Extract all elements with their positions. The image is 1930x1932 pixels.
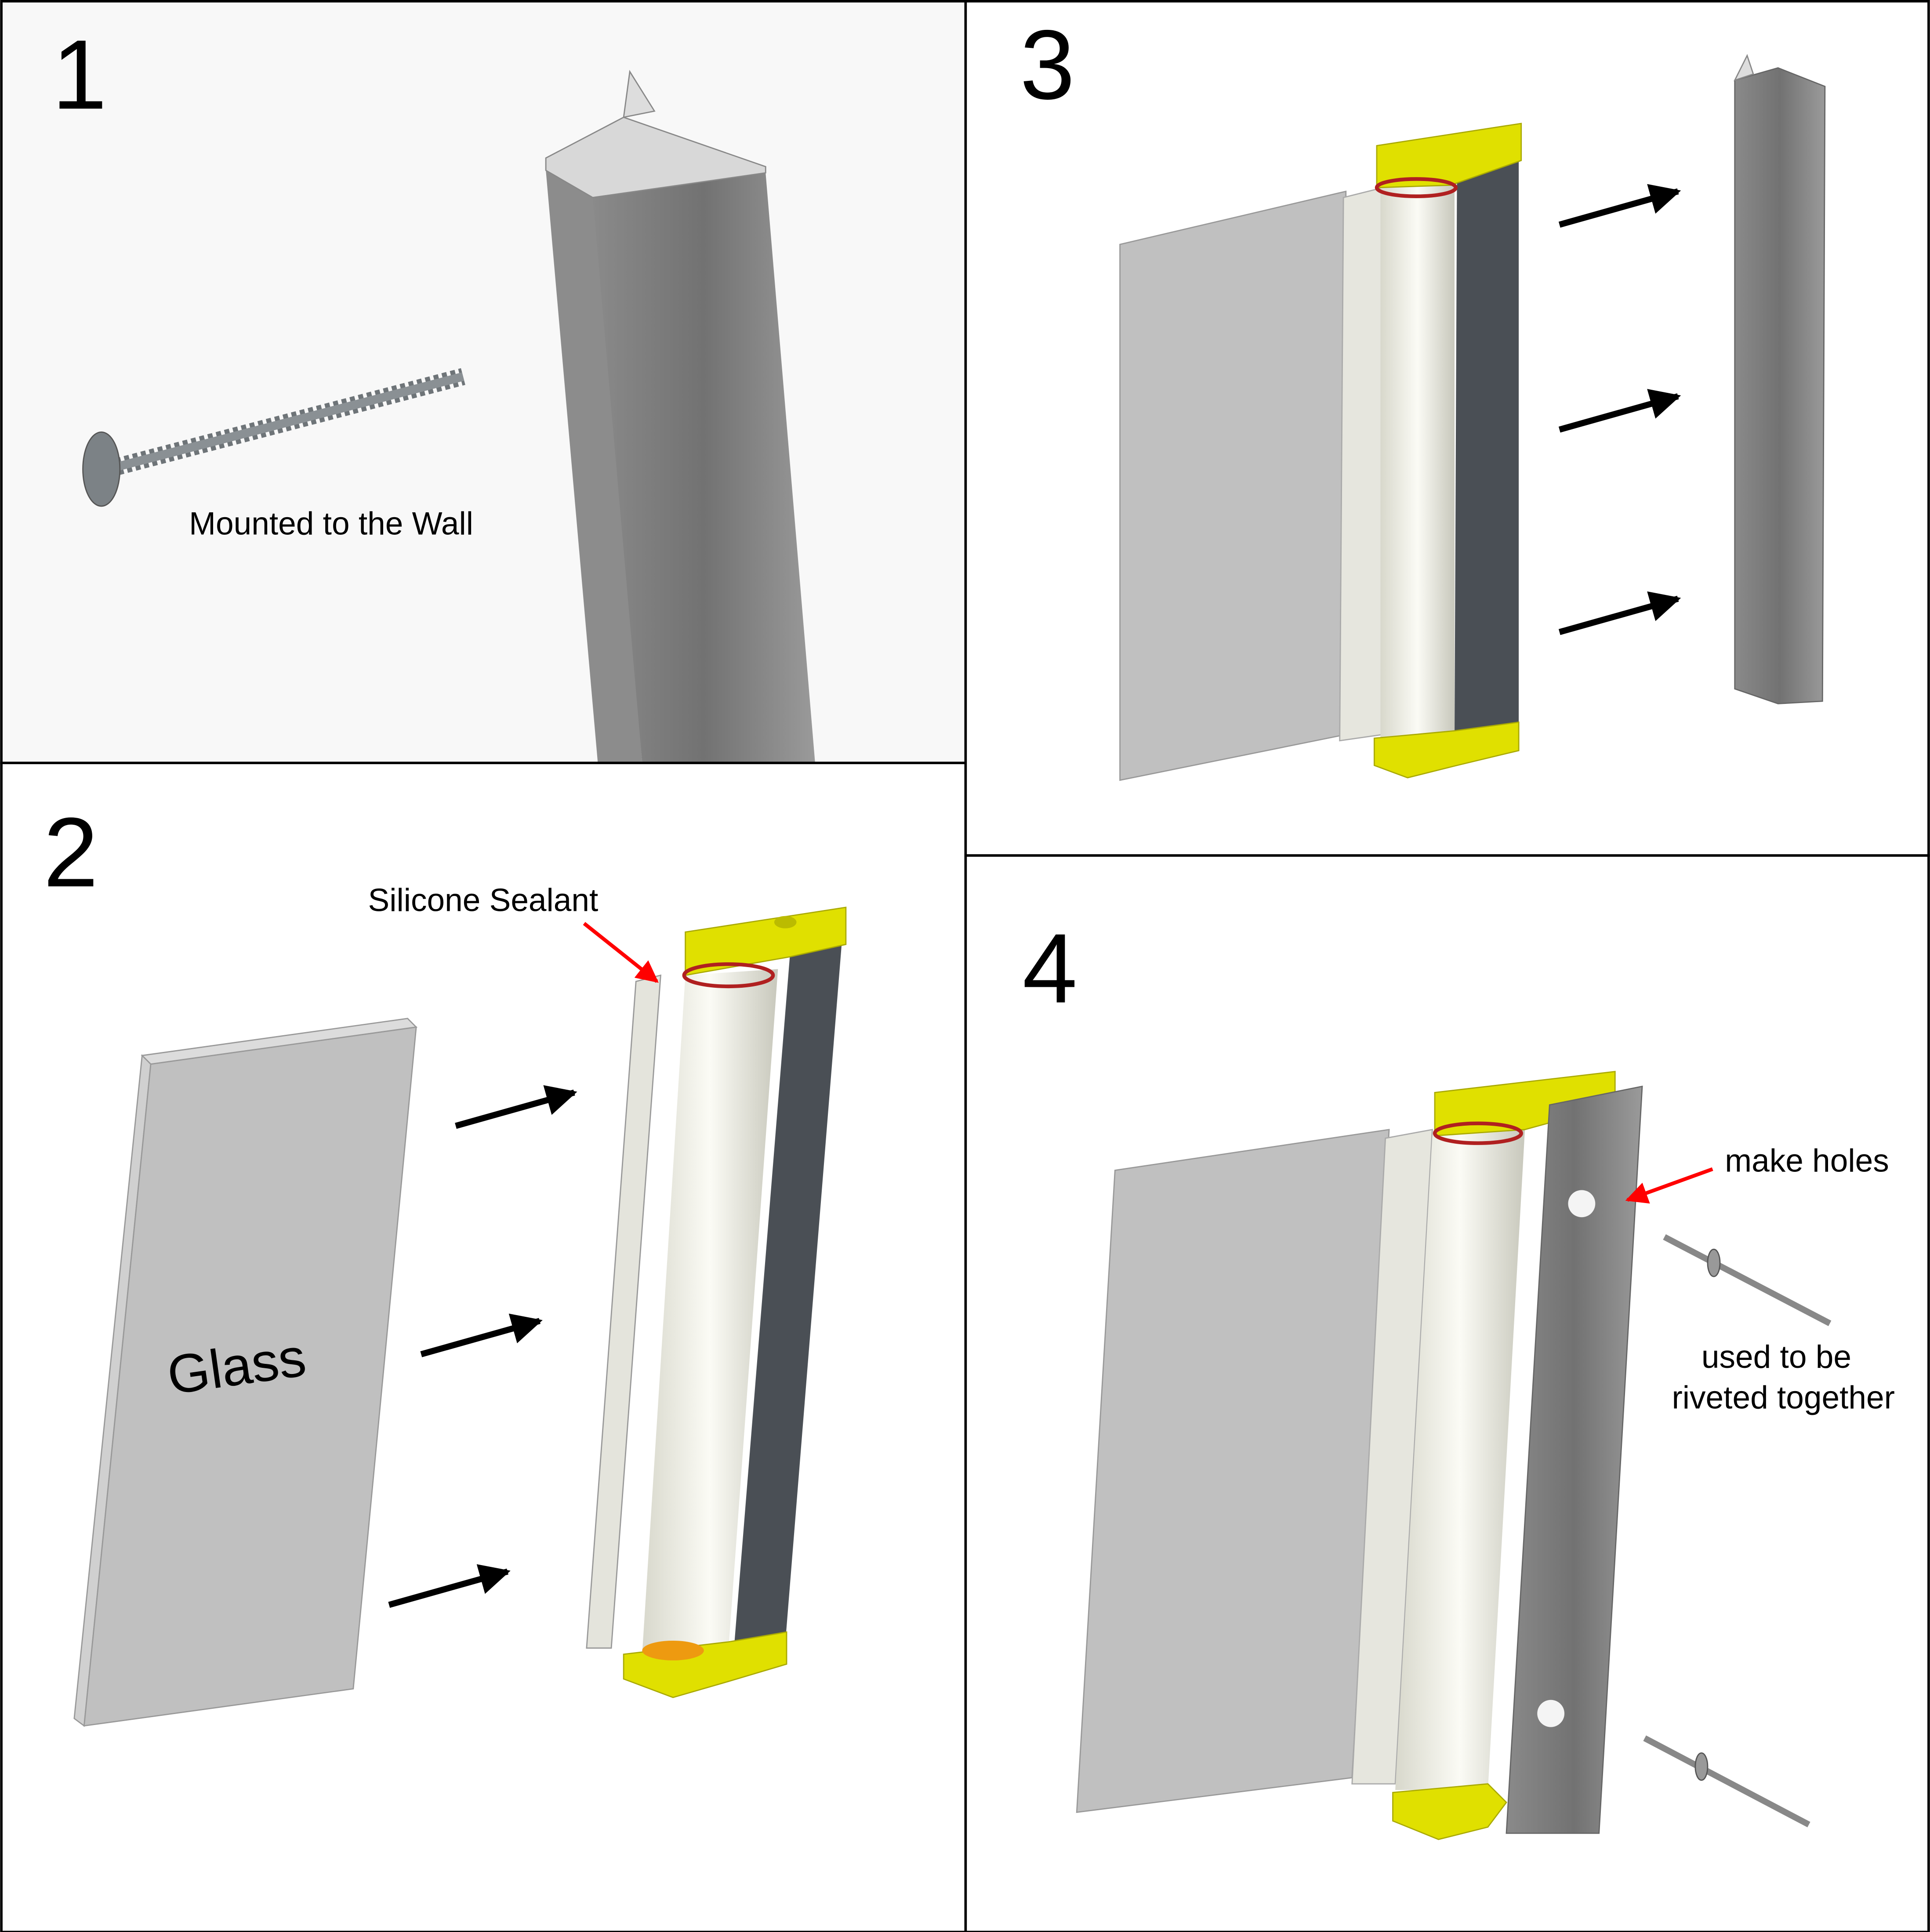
rivet	[1643, 1735, 1810, 1827]
note-line-1: used to be	[1701, 1339, 1851, 1375]
glass-with-hinge-and-profile	[1076, 1071, 1643, 1840]
rivet-hole	[1568, 1190, 1596, 1218]
panel-4: 4 make holes used to be riveted together	[964, 854, 1930, 1932]
panel-2: 2 Glass Silicone Sealant	[0, 761, 967, 1932]
rivet-hole	[1537, 1700, 1565, 1727]
wall-profile	[545, 69, 815, 762]
sealant-pointer	[583, 922, 659, 983]
hinge-assembly-2	[586, 906, 847, 1698]
screw	[82, 368, 465, 507]
wall-profile	[1734, 54, 1826, 704]
caption-make-holes: make holes	[1725, 1143, 1889, 1178]
rivet	[1663, 1234, 1832, 1327]
panel-3: 3	[964, 0, 1930, 857]
holes-pointer	[1625, 1167, 1713, 1204]
step-number-2: 2	[44, 797, 98, 907]
panel-1: 1 Mounted to the Wall	[0, 0, 967, 765]
push-arrows	[388, 1085, 577, 1608]
step-number-3: 3	[1020, 10, 1075, 120]
step-number-1: 1	[52, 19, 107, 130]
push-arrows	[1558, 184, 1681, 635]
glass-pane: Glass	[73, 1018, 418, 1727]
step-number-4: 4	[1023, 913, 1077, 1023]
glass-with-hinge	[1119, 123, 1522, 781]
caption-silicone-sealant: Silicone Sealant	[368, 882, 599, 918]
caption-mounted-to-wall: Mounted to the Wall	[189, 506, 473, 542]
note-line-2: riveted together	[1672, 1380, 1894, 1416]
